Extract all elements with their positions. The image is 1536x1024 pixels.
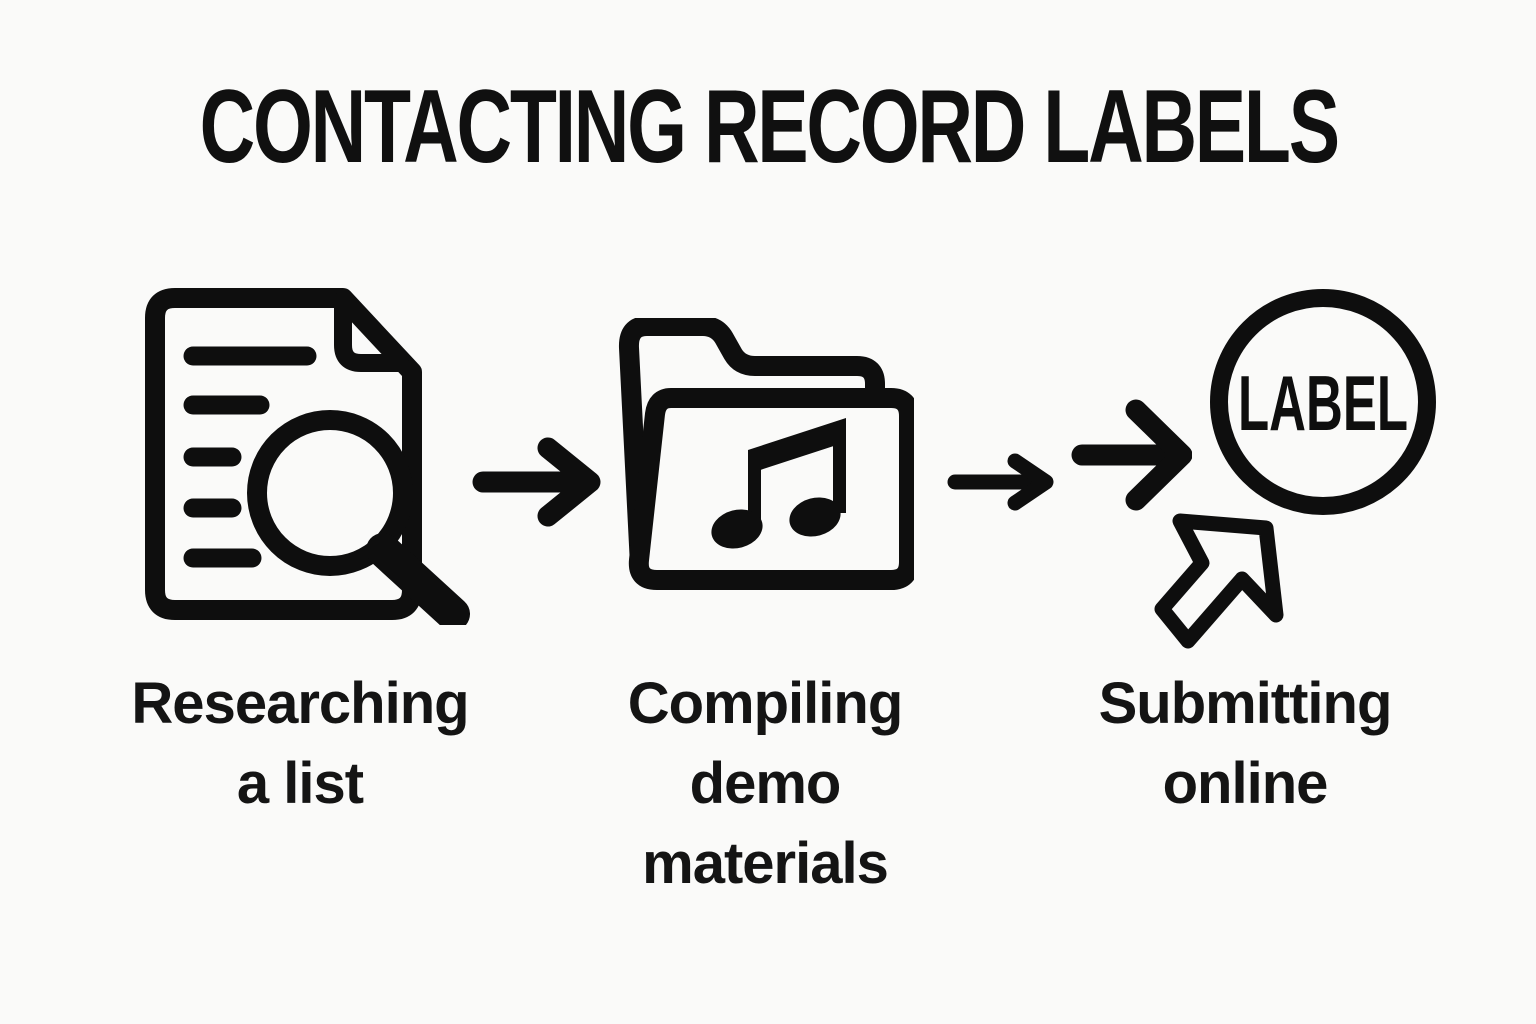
document-fold-corner [334, 291, 409, 372]
folder-back-panel [618, 318, 885, 575]
magnifier-handle [366, 533, 470, 625]
right-arrow-icon [947, 453, 1054, 511]
magnifier-lens [247, 410, 413, 576]
document-text-lines [183, 346, 317, 568]
document-outline [145, 288, 422, 620]
document-search-icon [145, 288, 470, 625]
right-arrow-icon [1071, 399, 1192, 511]
page-title: CONTACTING RECORD LABELS [199, 69, 1340, 185]
click-arrow-icon [1154, 513, 1284, 649]
step-label-submitting: Submitting online [1098, 671, 1393, 816]
label-stamp-text: LABEL [1238, 359, 1408, 447]
step-label-compiling: Compiling demo materials [627, 671, 904, 896]
stamp-circle [1210, 289, 1436, 515]
folder-music-icon [618, 318, 914, 590]
music-note-icon [711, 418, 846, 549]
step-label-researching: Researching a list [131, 671, 469, 816]
label-stamp-icon: LABEL [1210, 289, 1436, 515]
folder-front-panel [628, 388, 914, 590]
right-arrow-icon [472, 437, 601, 527]
